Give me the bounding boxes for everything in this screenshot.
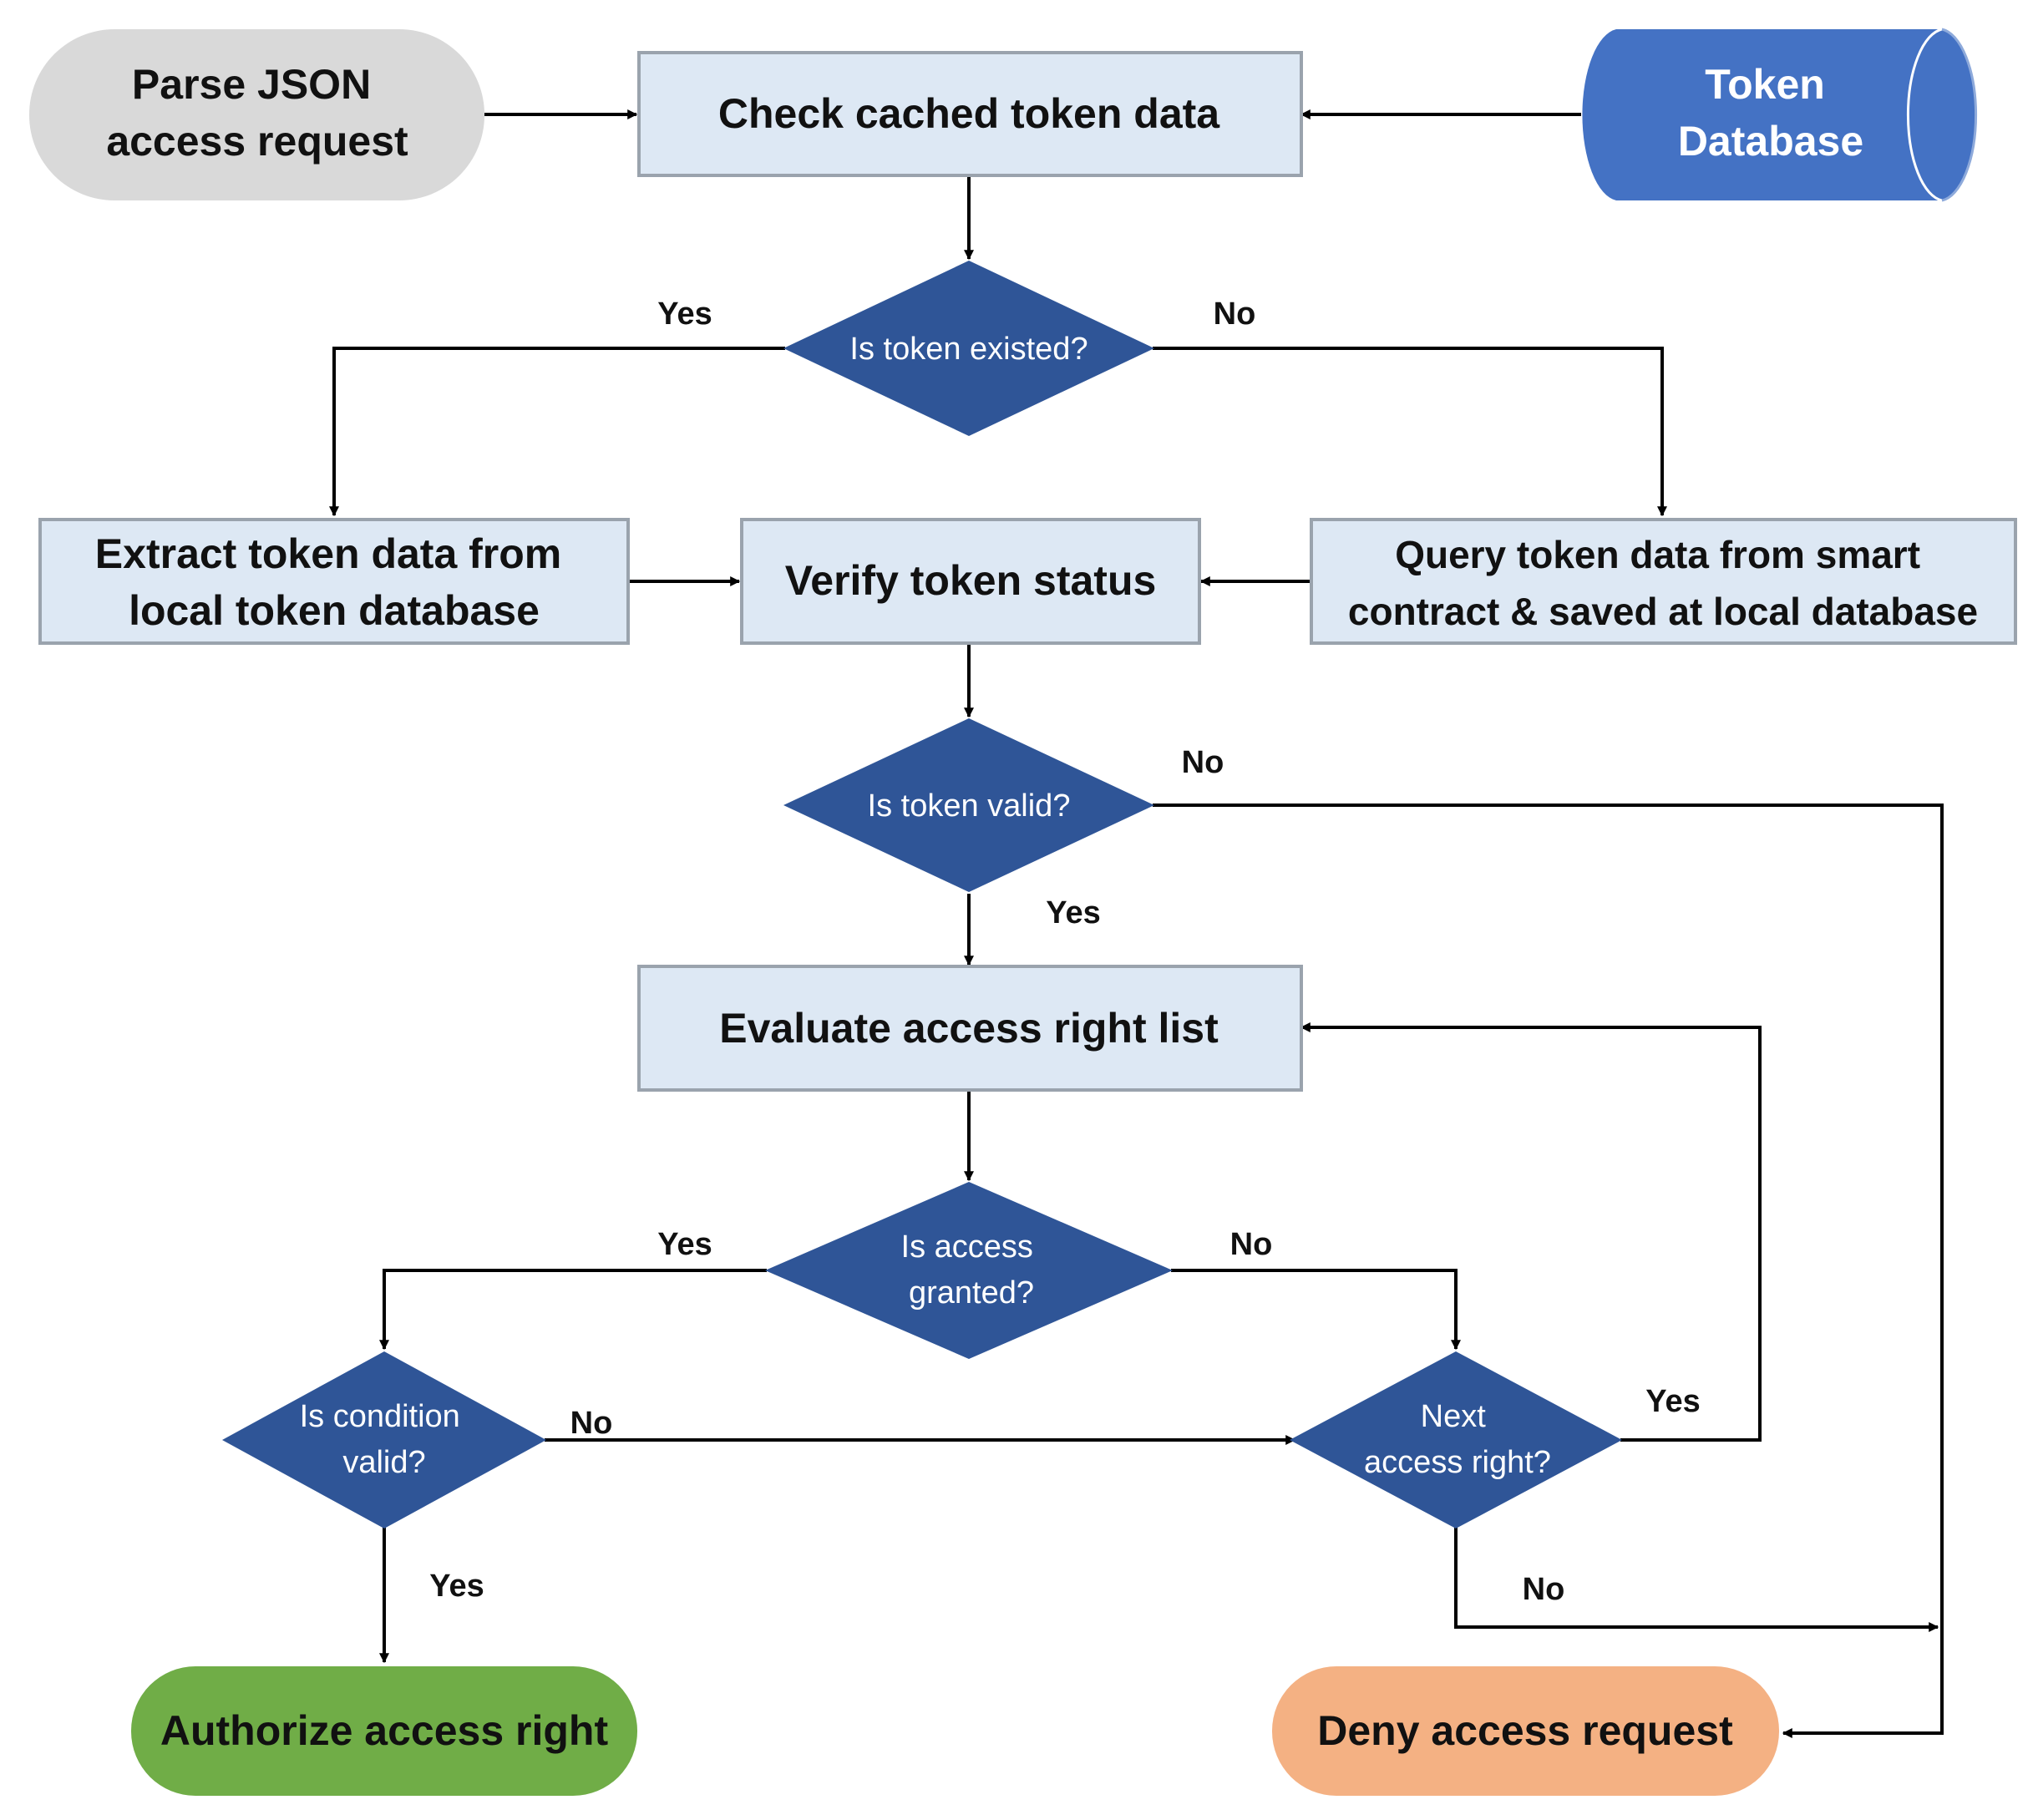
decision-next-access-label: Next access right? (1364, 1399, 1551, 1480)
process-query-token-label: Query token data from smart contract & s… (1348, 533, 1978, 633)
edge-granted-yes (379, 1269, 767, 1351)
terminal-authorize-access (131, 1666, 637, 1796)
start-parse-json (29, 29, 484, 200)
edge-granted-no (1171, 1269, 1461, 1351)
label-granted-yes: Yes (657, 1227, 712, 1262)
label-condition-yes: Yes (429, 1569, 484, 1604)
label-next-yes: Yes (1645, 1384, 1701, 1419)
label-exists-no: No (1214, 297, 1256, 332)
decision-access-granted (765, 1182, 1173, 1359)
terminal-authorize-access-label: Authorize access right (160, 1707, 609, 1754)
process-verify-token (740, 518, 1201, 645)
process-query-token (1310, 518, 2017, 645)
decision-condition-valid (222, 1351, 546, 1528)
decision-token-existed (783, 261, 1154, 436)
edge-exists-no (1153, 347, 1667, 517)
label-exists-yes: Yes (657, 297, 712, 332)
start-parse-json-label: Parse JSON access request (106, 61, 408, 165)
connectors (329, 109, 1944, 1738)
decision-condition-valid-label: Is condition valid? (300, 1399, 469, 1480)
process-extract-token (38, 518, 630, 645)
label-next-no: No (1523, 1572, 1565, 1607)
token-database-label: Token Database (1678, 61, 1863, 165)
process-evaluate-access (637, 965, 1303, 1092)
process-check-cached (637, 51, 1303, 177)
process-extract-token-label: Extract token data from local token data… (95, 530, 573, 634)
decision-token-existed-label: Is token existed? (849, 332, 1087, 367)
terminal-deny-access (1272, 1666, 1779, 1796)
label-granted-no: No (1230, 1227, 1273, 1262)
process-verify-token-label: Verify token status (785, 557, 1157, 604)
token-database (1582, 28, 1978, 202)
decision-next-access (1290, 1351, 1622, 1528)
label-valid-yes: Yes (1046, 895, 1101, 930)
label-valid-no: No (1182, 745, 1224, 780)
decision-token-valid (783, 718, 1154, 892)
decision-token-valid-label: Is token valid? (868, 788, 1071, 824)
label-condition-no: No (570, 1406, 613, 1441)
edge-exists-yes (329, 347, 785, 517)
process-evaluate-access-label: Evaluate access right list (719, 1005, 1219, 1052)
terminal-deny-access-label: Deny access request (1317, 1707, 1733, 1754)
edge-next-yes (1300, 1022, 1762, 1442)
edge-valid-no (1153, 804, 1944, 1738)
process-check-cached-label: Check cached token data (718, 90, 1220, 137)
decision-access-granted-label: Is access granted? (901, 1229, 1042, 1311)
edge-next-no (1454, 1527, 1939, 1632)
